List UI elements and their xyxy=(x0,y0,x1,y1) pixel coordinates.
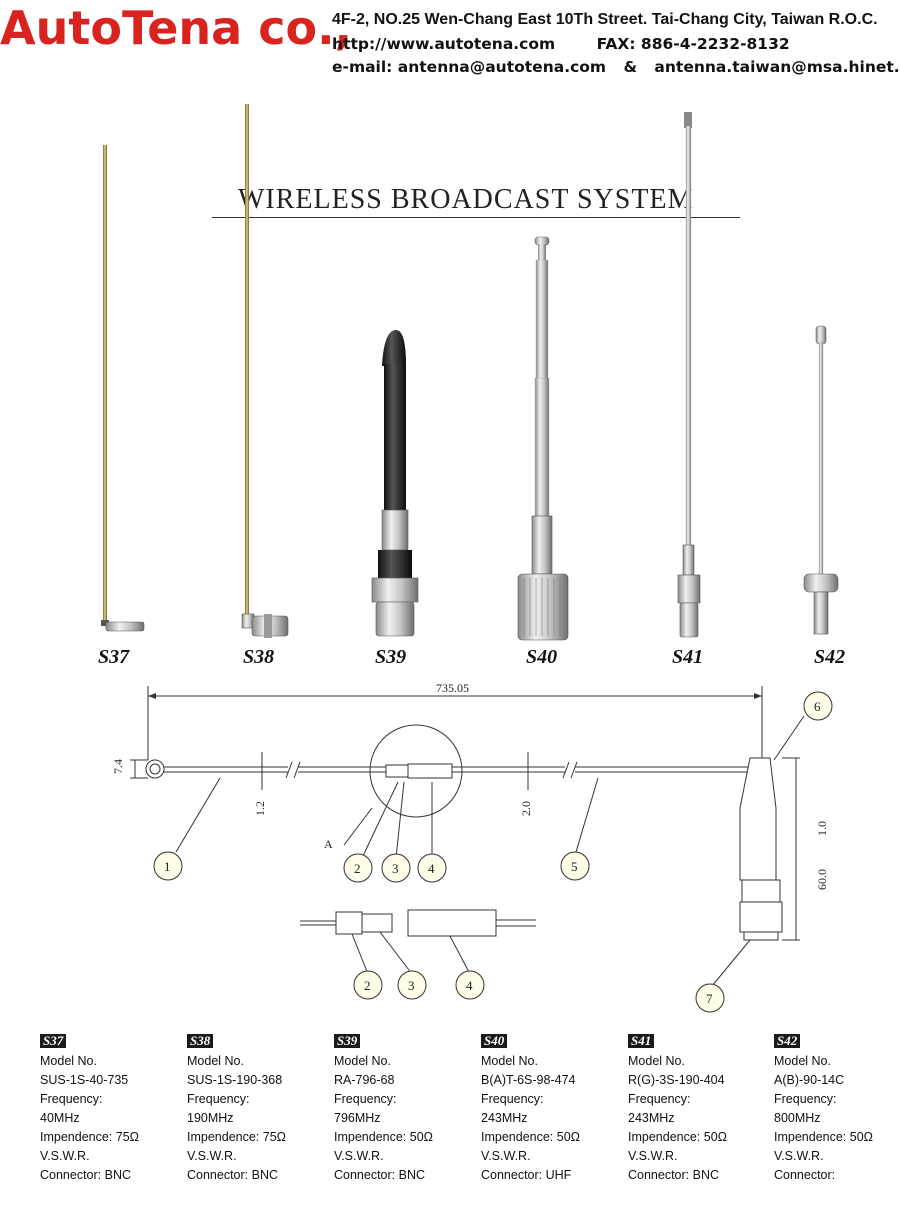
spec-frequency: 40MHz xyxy=(40,1111,80,1125)
spec-column-s40: S40 Model No. B(A)T-6S-98-474 Frequency:… xyxy=(481,1032,621,1185)
callout-7: 7 xyxy=(706,991,713,1006)
spec-frequency-label: Frequency: xyxy=(187,1092,250,1106)
spec-column-s39: S39 Model No. RA-796-68 Frequency: 796MH… xyxy=(334,1032,474,1185)
spec-vswr: V.S.W.R. xyxy=(628,1149,678,1163)
dim-rod-thin: 1.2 xyxy=(253,801,267,816)
spec-model: RA-796-68 xyxy=(334,1073,395,1087)
spec-vswr: V.S.W.R. xyxy=(187,1149,237,1163)
technical-drawing xyxy=(130,686,833,1013)
spec-frequency: 800MHz xyxy=(774,1111,821,1125)
dim-rod-thick: 2.0 xyxy=(519,801,533,816)
spec-vswr: V.S.W.R. xyxy=(334,1149,384,1163)
spec-model: SUS-1S-190-368 xyxy=(187,1073,283,1087)
product-code-s42: S42 xyxy=(814,646,846,668)
spec-frequency: 243MHz xyxy=(628,1111,675,1125)
callout-2-exploded: 2 xyxy=(364,978,371,993)
antenna-s38-illustration xyxy=(241,104,289,638)
spec-model-label: Model No. xyxy=(187,1054,244,1068)
spec-model: SUS-1S-40-735 xyxy=(40,1073,129,1087)
dim-loop-height: 7.4 xyxy=(111,759,125,774)
callout-4-exploded: 4 xyxy=(466,978,473,993)
product-code-s40: S40 xyxy=(526,646,558,668)
fax-number: FAX: 886-4-2232-8132 xyxy=(596,35,790,53)
spec-frequency-label: Frequency: xyxy=(40,1092,103,1106)
contact-line: http://www.autotena.com FAX: 886-4-2232-… xyxy=(332,34,790,54)
spec-model: R(G)-3S-190-404 xyxy=(628,1073,725,1087)
spec-frequency-label: Frequency: xyxy=(334,1092,397,1106)
spec-frequency-label: Frequency: xyxy=(628,1092,691,1106)
email-alt-link[interactable]: antenna.taiwan@msa.hinet.net xyxy=(654,58,900,76)
spec-column-s42: S42 Model No. A(B)-90-14C Frequency: 800… xyxy=(774,1032,900,1185)
spec-connector: Connector: xyxy=(774,1168,836,1182)
antenna-s40-illustration xyxy=(517,236,569,641)
antenna-s42-illustration xyxy=(803,325,839,635)
callout-3-exploded: 3 xyxy=(408,978,415,993)
product-code-s37: S37 xyxy=(98,646,130,668)
page-title: WIRELESS BROADCAST SYSTEM xyxy=(238,184,694,215)
email-line: e-mail: antenna@autotena.com & antenna.t… xyxy=(332,57,900,77)
website-link[interactable]: http://www.autotena.com xyxy=(332,35,556,53)
spec-frequency-label: Frequency: xyxy=(774,1092,837,1106)
detail-label-a: A xyxy=(324,837,333,851)
spec-connector: Connector: BNC xyxy=(334,1168,426,1182)
spec-impedance: Impendence: 50Ω xyxy=(628,1130,727,1144)
spec-vswr: V.S.W.R. xyxy=(40,1149,90,1163)
spec-connector: Connector: BNC xyxy=(40,1168,132,1182)
spec-code: S40 xyxy=(481,1034,508,1048)
antenna-s41-illustration xyxy=(677,112,701,638)
spec-column-s38: S38 Model No. SUS-1S-190-368 Frequency: … xyxy=(187,1032,327,1185)
spec-vswr: V.S.W.R. xyxy=(481,1149,531,1163)
callout-2: 2 xyxy=(354,861,361,876)
product-code-s39: S39 xyxy=(375,646,407,668)
company-address: 4F-2, NO.25 Wen-Chang East 10Th Street. … xyxy=(332,11,878,28)
spec-connector: Connector: UHF xyxy=(481,1168,572,1182)
product-code-s38: S38 xyxy=(243,646,275,668)
email-separator: & xyxy=(623,58,638,76)
spec-impedance: Impendence: 75Ω xyxy=(40,1130,139,1144)
company-logo: AutoTena co., xyxy=(0,1,353,55)
spec-code: S42 xyxy=(774,1034,801,1048)
spec-connector: Connector: BNC xyxy=(628,1168,720,1182)
spec-model-label: Model No. xyxy=(628,1054,685,1068)
spec-connector: Connector: BNC xyxy=(187,1168,279,1182)
callout-3: 3 xyxy=(392,861,399,876)
spec-model: B(A)T-6S-98-474 xyxy=(481,1073,576,1087)
spec-code: S41 xyxy=(628,1034,655,1048)
spec-impedance: Impendence: 75Ω xyxy=(187,1130,286,1144)
callout-6: 6 xyxy=(814,699,821,714)
spec-impedance: Impendence: 50Ω xyxy=(774,1130,873,1144)
callout-5: 5 xyxy=(571,859,578,874)
spec-model-label: Model No. xyxy=(334,1054,391,1068)
spec-frequency: 796MHz xyxy=(334,1111,381,1125)
email-link[interactable]: e-mail: antenna@autotena.com xyxy=(332,58,607,76)
callout-1: 1 xyxy=(164,859,171,874)
callout-4: 4 xyxy=(428,861,435,876)
spec-frequency: 190MHz xyxy=(187,1111,234,1125)
spec-vswr: V.S.W.R. xyxy=(774,1149,824,1163)
spec-code: S38 xyxy=(187,1034,214,1048)
spec-model-label: Model No. xyxy=(481,1054,538,1068)
spec-impedance: Impendence: 50Ω xyxy=(334,1130,433,1144)
spec-frequency: 243MHz xyxy=(481,1111,528,1125)
spec-impedance: Impendence: 50Ω xyxy=(481,1130,580,1144)
spec-column-s41: S41 Model No. R(G)-3S-190-404 Frequency:… xyxy=(628,1032,768,1185)
antenna-s39-illustration xyxy=(371,330,419,637)
dim-base-upper: 1.0 xyxy=(815,821,829,836)
spec-code: S37 xyxy=(40,1034,67,1048)
dim-total-length: 735.05 xyxy=(436,681,469,695)
spec-model: A(B)-90-14C xyxy=(774,1073,845,1087)
product-code-s41: S41 xyxy=(672,646,704,668)
title-underline xyxy=(212,217,740,218)
spec-model-label: Model No. xyxy=(40,1054,97,1068)
spec-model-label: Model No. xyxy=(774,1054,831,1068)
antenna-s37-illustration xyxy=(101,145,145,632)
dim-base-height: 60.0 xyxy=(815,869,829,890)
spec-code: S39 xyxy=(334,1034,361,1048)
spec-column-s37: S37 Model No. SUS-1S-40-735 Frequency: 4… xyxy=(40,1032,180,1185)
spec-frequency-label: Frequency: xyxy=(481,1092,544,1106)
